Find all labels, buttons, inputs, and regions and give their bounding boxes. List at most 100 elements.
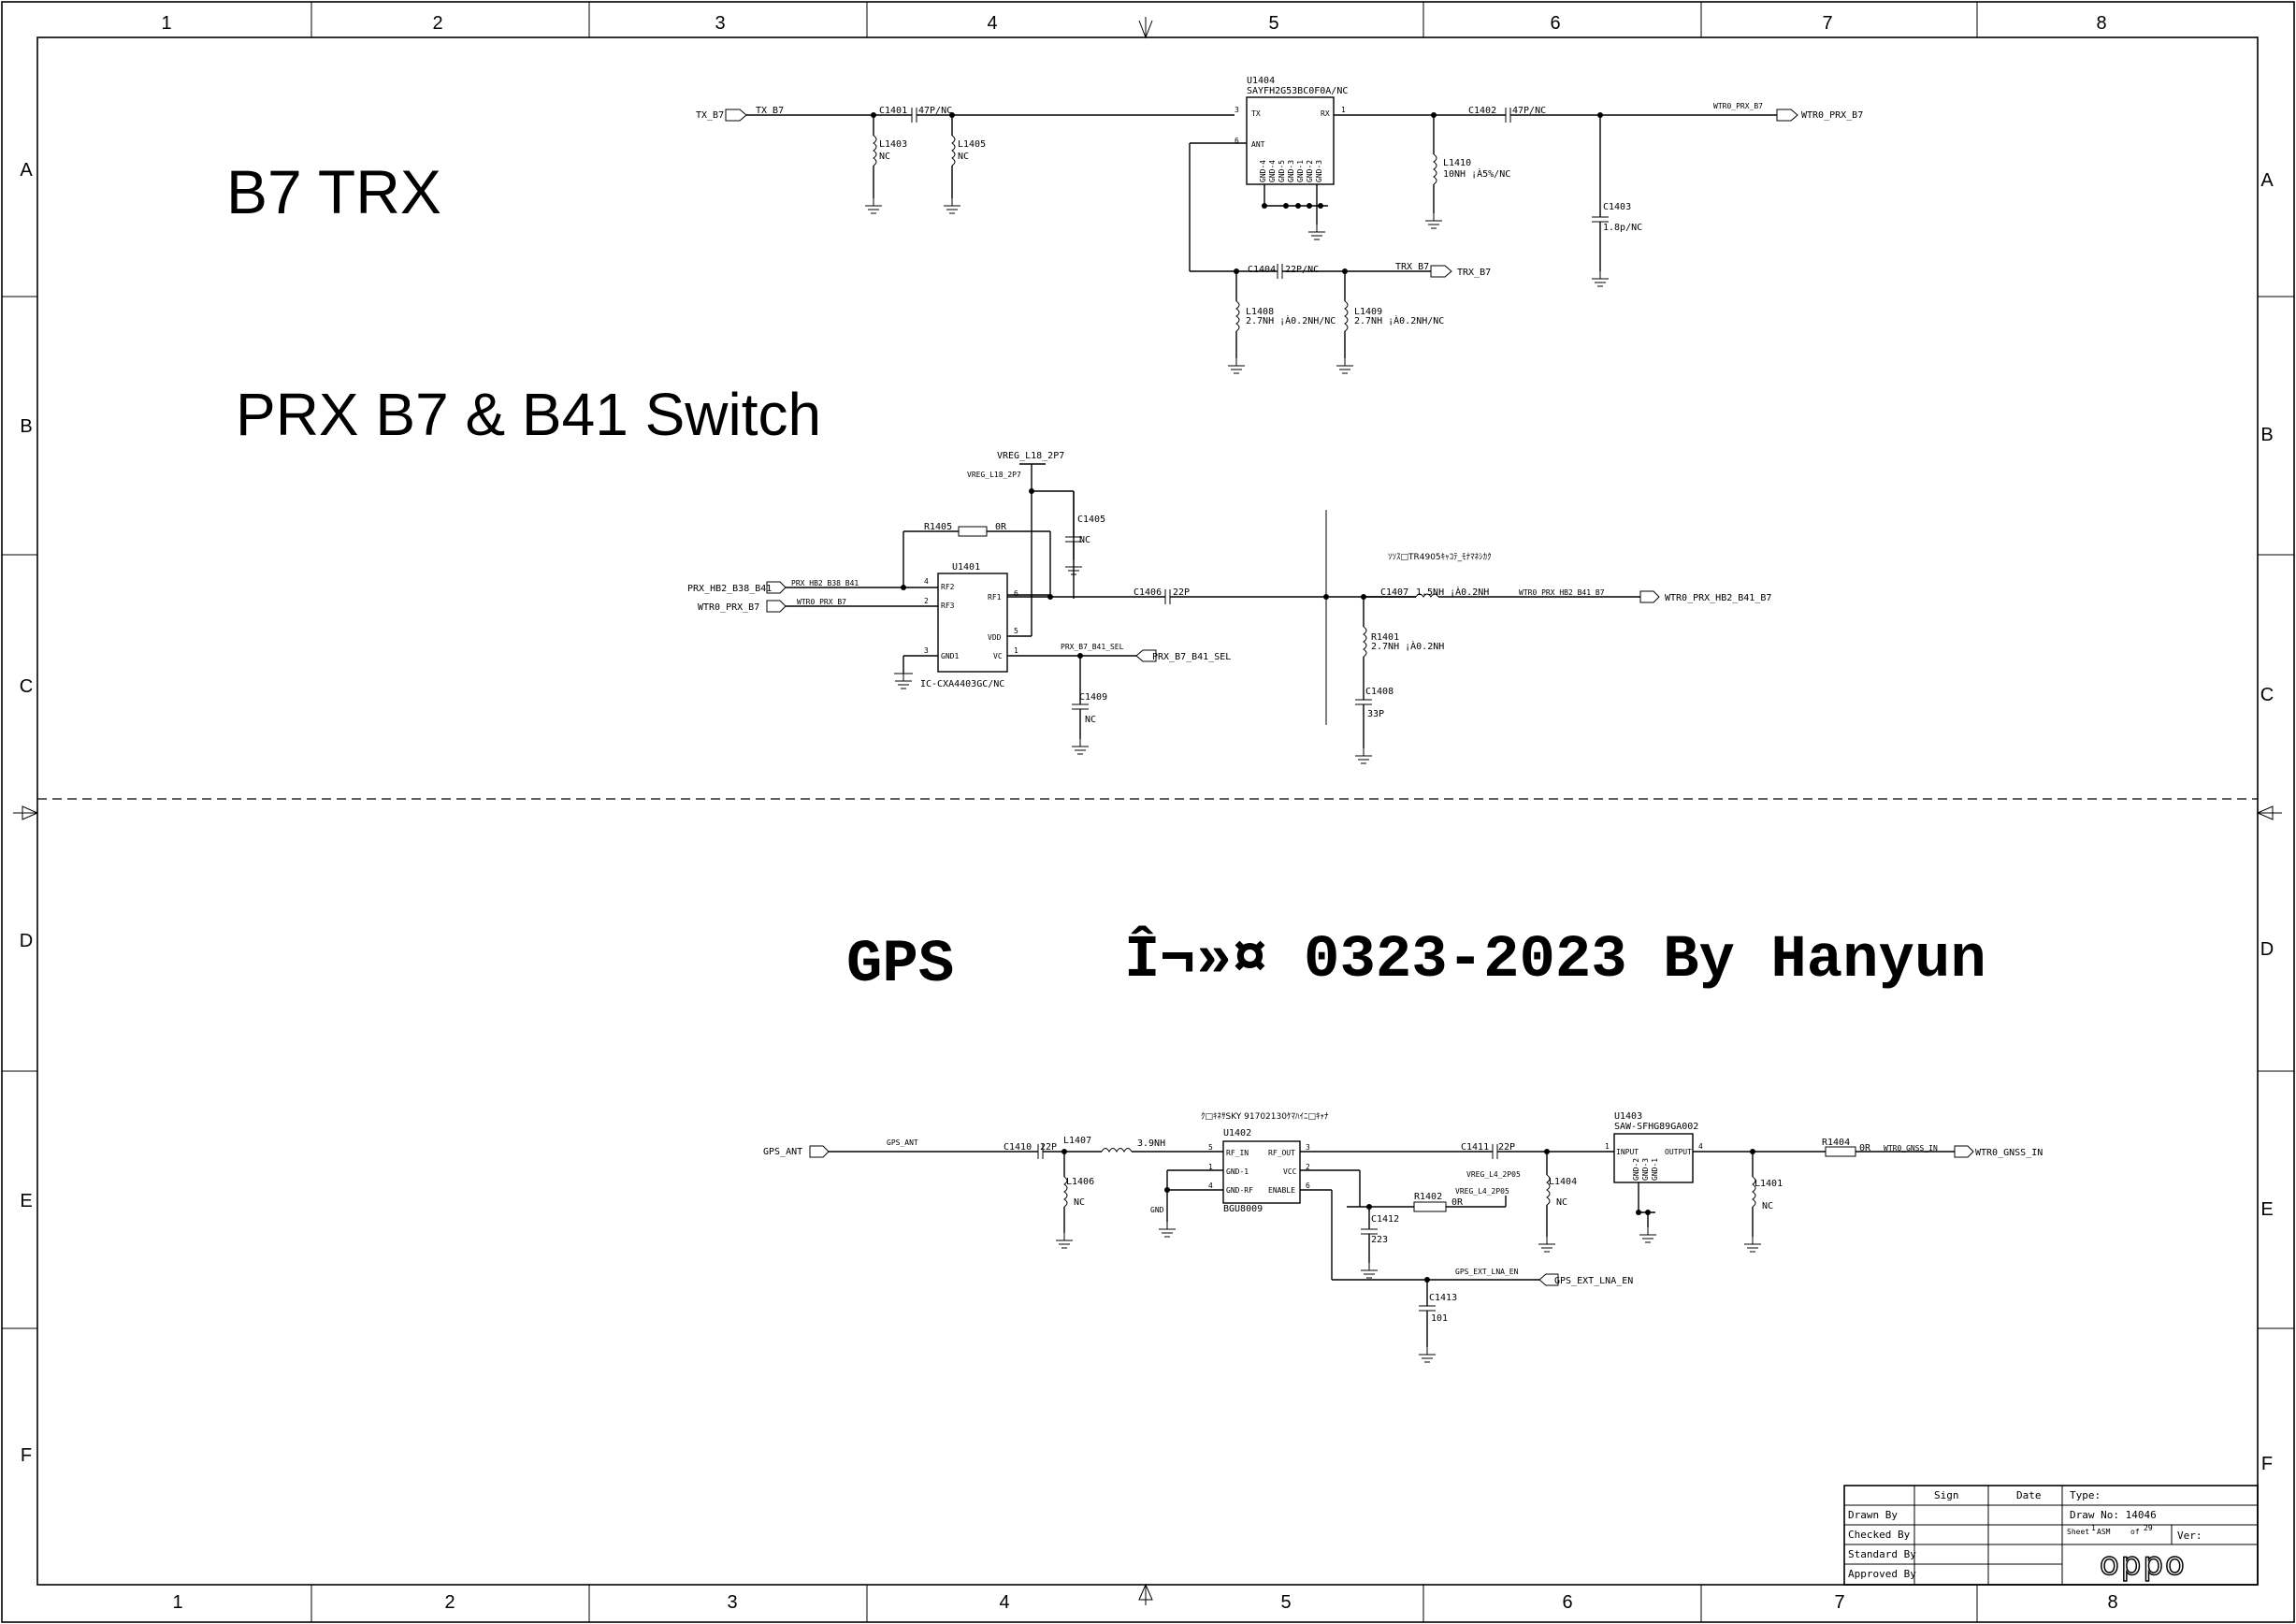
svg-text:22P: 22P [1498,1142,1515,1153]
svg-text:C1407: C1407 [1380,587,1408,598]
svg-text:Date: Date [2016,1489,2042,1501]
svg-text:GND-3: GND-3 [1641,1158,1650,1181]
svg-text:GND1: GND1 [941,652,959,660]
svg-text:L1403: L1403 [879,139,907,150]
svg-text:6: 6 [1306,1182,1310,1190]
svg-text:VREG_L4_2P05: VREG_L4_2P05 [1455,1187,1509,1196]
trx-b7-port[interactable] [1430,265,1452,278]
svg-text:RF3: RF3 [941,602,955,610]
svg-text:C1403: C1403 [1603,202,1631,212]
svg-text:NC: NC [1762,1201,1773,1211]
svg-text:WTR0_PRX_HB2_B41_B7: WTR0_PRX_HB2_B41_B7 [1665,593,1771,603]
tx-b7-port[interactable] [725,109,747,122]
gps-ext-lna-en-port[interactable] [1538,1273,1559,1286]
svg-text:C1410: C1410 [1004,1142,1032,1153]
svg-text:6: 6 [1014,589,1018,598]
svg-text:8: 8 [2107,1592,2117,1613]
svg-text:A: A [2260,170,2274,191]
svg-text:1: 1 [161,13,171,34]
svg-text:L1407: L1407 [1063,1136,1091,1146]
svg-text:NC: NC [1079,535,1090,545]
svg-text:47P/NC: 47P/NC [918,106,952,116]
svg-text:VC: VC [993,652,1003,660]
wtr0-prx-b7-port[interactable] [1776,109,1798,122]
svg-text:C: C [2260,685,2274,705]
svg-text:2: 2 [432,13,442,34]
svg-text:IC-CXA4403GC/NC: IC-CXA4403GC/NC [920,679,1004,689]
svg-text:NC: NC [958,152,969,162]
svg-text:VDD: VDD [988,633,1002,642]
svg-text:F: F [2261,1454,2273,1474]
title-block: Sign Date Type: Drawn By Draw No: 14046 … [1843,1485,2259,1586]
svg-text:RF_IN: RF_IN [1226,1149,1249,1157]
u1404-chip [1246,96,1335,185]
svg-text:1.5NH ¡À0.2NH: 1.5NH ¡À0.2NH [1416,586,1489,598]
svg-text:Type:: Type: [2070,1489,2101,1501]
svg-text:VREG_L4_2P05: VREG_L4_2P05 [1466,1170,1521,1179]
wtr0-gnss-in-port[interactable] [1954,1145,1974,1158]
revision-note: Î¬»¤ 0323-2023 By Hanyun [1124,925,1986,994]
svg-text:GND-3: GND-3 [1287,160,1295,182]
svg-text:GND-2: GND-2 [1632,1158,1640,1181]
svg-text:C1404: C1404 [1248,265,1276,275]
svg-text:1: 1 [2091,1524,2096,1532]
svg-text:OUTPUT: OUTPUT [1665,1148,1692,1156]
svg-text:of: of [2130,1528,2140,1536]
svg-text:L1406: L1406 [1066,1177,1094,1187]
svg-text:PRX_HB2_B38_B41: PRX_HB2_B38_B41 [687,584,772,594]
svg-text:3: 3 [1235,106,1239,114]
svg-text:L1409: L1409 [1354,307,1382,317]
svg-text:U1401: U1401 [952,562,980,573]
svg-text:7: 7 [1834,1592,1844,1613]
svg-text:GND-4: GND-4 [1259,160,1267,182]
svg-text:NC: NC [879,152,890,162]
gps-ant-port[interactable] [809,1145,830,1158]
svg-text:TX_B7: TX_B7 [696,110,724,121]
svg-text:C1409: C1409 [1079,692,1107,703]
svg-text:RF1: RF1 [988,593,1002,602]
svg-text:5: 5 [1014,627,1018,635]
svg-text:R1405: R1405 [924,522,952,532]
svg-text:5: 5 [1268,13,1278,34]
svg-text:22P: 22P [1040,1142,1057,1153]
svg-text:0R: 0R [1859,1143,1871,1153]
prx-sel-port[interactable] [1135,649,1157,662]
svg-text:WTR0_GNSS_IN: WTR0_GNSS_IN [1975,1148,2043,1158]
svg-text:C1412: C1412 [1371,1214,1399,1225]
wtr0-prx-b7-switch-port[interactable] [766,600,787,613]
svg-text:L1405: L1405 [958,139,986,150]
svg-text:A: A [20,160,33,181]
svg-text:22P/NC: 22P/NC [1285,265,1319,275]
svg-text:3: 3 [1306,1143,1310,1152]
svg-text:GPS_ANT: GPS_ANT [763,1147,802,1157]
svg-text:R1402: R1402 [1414,1192,1442,1202]
svg-text:RX: RX [1321,109,1330,118]
wtr0-prx-hb2-port[interactable] [1639,590,1660,603]
svg-text:WTR0_PRX_HB2_B41_B7: WTR0_PRX_HB2_B41_B7 [1519,588,1605,597]
svg-text:0R: 0R [1451,1197,1464,1208]
svg-text:29: 29 [2144,1524,2153,1532]
svg-text:6: 6 [1235,137,1239,145]
svg-text:Draw No: 14046: Draw No: 14046 [2070,1509,2157,1521]
svg-text:C1405: C1405 [1077,515,1105,525]
svg-text:ENABLE: ENABLE [1268,1186,1295,1195]
svg-text:GPS_ANT: GPS_ANT [887,1138,918,1147]
svg-text:SAYFH2G53BC0F0A/NC: SAYFH2G53BC0F0A/NC [1247,86,1348,96]
svg-text:C1401: C1401 [879,106,907,116]
svg-text:NC: NC [1074,1197,1085,1208]
svg-text:RF_OUT: RF_OUT [1268,1149,1295,1157]
svg-text:Standard By: Standard By [1848,1548,1916,1560]
svg-text:GND: GND [1150,1206,1164,1214]
svg-text:GND-RF: GND-RF [1226,1186,1253,1195]
svg-text:R1404: R1404 [1822,1138,1850,1148]
svg-text:C1406: C1406 [1134,587,1162,598]
svg-text:VCC: VCC [1283,1167,1297,1176]
svg-text:SAW-SFHG89GA002: SAW-SFHG89GA002 [1614,1122,1698,1132]
prx-hb2-port[interactable] [766,581,787,594]
svg-text:GND-4: GND-4 [1268,160,1277,182]
svg-text:GND-1: GND-1 [1226,1167,1249,1176]
svg-text:R1401: R1401 [1371,632,1399,643]
svg-text:4: 4 [987,13,997,34]
svg-text:GND-2: GND-2 [1306,160,1314,182]
svg-text:4: 4 [1208,1182,1213,1190]
